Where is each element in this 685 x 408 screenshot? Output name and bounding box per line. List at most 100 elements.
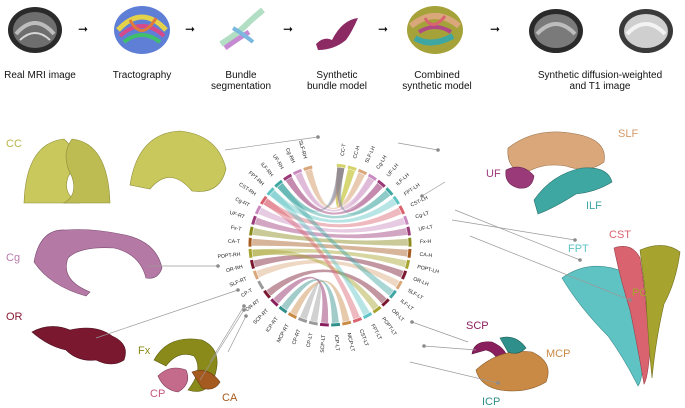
chord-arc bbox=[263, 289, 271, 299]
leader-dot bbox=[316, 135, 320, 139]
chord-arc bbox=[347, 165, 357, 171]
chord-arcs bbox=[248, 163, 412, 327]
label-fpt: FPT bbox=[568, 243, 589, 255]
chord-label: SLF-LH bbox=[364, 145, 377, 164]
chord-label: UF-RT bbox=[229, 210, 246, 221]
leader-line bbox=[454, 209, 581, 261]
arrow-icon: ➞ bbox=[283, 22, 294, 36]
chord-ribbon bbox=[269, 190, 370, 316]
chord-label: FPT-LT bbox=[369, 323, 383, 341]
step-label-combined-model: Combined synthetic model bbox=[402, 70, 472, 92]
chord-arc bbox=[392, 195, 400, 205]
label-popt: POPT bbox=[632, 287, 662, 299]
chord-ribbon bbox=[281, 279, 339, 323]
chord-ribbon bbox=[269, 190, 397, 223]
step-label-real-mri: Real MRI image bbox=[4, 70, 76, 81]
chord-arc bbox=[389, 289, 397, 299]
chord-ribbon bbox=[336, 167, 365, 209]
label-slf: SLF bbox=[618, 128, 639, 140]
chord-ribbon bbox=[254, 217, 408, 239]
leader-dot bbox=[628, 298, 632, 302]
chord-label: ILF-RH bbox=[259, 162, 275, 179]
arrow-icon: ➞ bbox=[185, 22, 196, 36]
chord-arc bbox=[278, 305, 288, 314]
chord-arc bbox=[381, 298, 390, 307]
leader-dot bbox=[422, 344, 426, 348]
chord-label: OR-LT bbox=[390, 308, 405, 324]
chord-arc bbox=[251, 215, 257, 225]
chord-ribbon bbox=[252, 249, 379, 311]
chord-label: ILF-LH bbox=[395, 172, 411, 187]
leader-line bbox=[95, 289, 239, 339]
chord-arc bbox=[303, 165, 313, 171]
leader-line bbox=[199, 309, 245, 381]
chord-arc bbox=[405, 259, 411, 270]
slf-uf-ilf-bundle-rendering bbox=[505, 131, 613, 215]
chord-arc bbox=[292, 168, 303, 176]
chord-label: Fx-H bbox=[420, 239, 432, 245]
leader-line bbox=[227, 315, 247, 353]
chord-label: SLF-RT bbox=[229, 276, 249, 289]
leader-dot bbox=[242, 308, 246, 312]
chord-label: SCP-RT bbox=[252, 307, 270, 326]
chord-label: POPT-RH bbox=[217, 252, 241, 260]
chord-arc bbox=[406, 226, 411, 236]
chord-label: UF-RH bbox=[271, 154, 285, 171]
leader-dot bbox=[242, 304, 246, 308]
chord-ribbon bbox=[256, 260, 400, 287]
leader-line bbox=[397, 142, 439, 151]
chord-label: CA-H bbox=[419, 252, 432, 259]
chord-label: FPT-LH bbox=[403, 182, 421, 197]
label-cg: Cg bbox=[6, 252, 21, 264]
chord-ribbon bbox=[253, 254, 404, 278]
chord-arc bbox=[362, 312, 373, 319]
arrow-icon: ➞ bbox=[490, 22, 501, 36]
chord-arc bbox=[395, 280, 403, 290]
leader-line bbox=[423, 345, 477, 351]
step-label-tractography: Tractography bbox=[112, 70, 172, 81]
chord-arc bbox=[270, 298, 279, 307]
chord-arc bbox=[254, 205, 262, 215]
cg-bundle-rendering bbox=[33, 229, 163, 297]
chord-arc bbox=[403, 215, 409, 225]
chord-label: OR-LH bbox=[412, 276, 429, 288]
label-cc: CC bbox=[6, 138, 22, 150]
chord-arc bbox=[266, 187, 275, 196]
label-scp: SCP bbox=[466, 320, 489, 332]
leader-lines bbox=[95, 135, 632, 385]
synthetic-bundle-thumbnail bbox=[316, 18, 358, 50]
chord-arc bbox=[377, 179, 386, 188]
chord-arc bbox=[407, 248, 412, 258]
chord-ribbon bbox=[252, 228, 408, 246]
chord-arc bbox=[252, 270, 259, 280]
leader-dot bbox=[578, 258, 582, 262]
leader-dot bbox=[216, 264, 220, 268]
chord-ribbon bbox=[336, 167, 383, 212]
chord-arc bbox=[274, 179, 283, 188]
chord-arc bbox=[401, 270, 408, 280]
chord-arc bbox=[308, 320, 318, 326]
chord-ribbon bbox=[336, 167, 375, 210]
chord-ribbon bbox=[277, 183, 391, 219]
chord-label: CST-LH bbox=[410, 195, 429, 209]
chord-arc bbox=[331, 322, 341, 327]
chord-arc bbox=[248, 248, 253, 258]
scp-mcp-icp-bundle-rendering bbox=[471, 336, 549, 392]
chord-label: MCP-LT bbox=[345, 332, 355, 353]
chord-label: OR-RH bbox=[226, 264, 244, 274]
arrow-icon: ➞ bbox=[378, 22, 389, 36]
chord-ribbon bbox=[273, 276, 329, 323]
step-label-bundle-segmentation: Bundle segmentation bbox=[210, 70, 272, 92]
leader-dot bbox=[236, 288, 240, 292]
chord-ribbon bbox=[266, 269, 387, 304]
label-or: OR bbox=[6, 311, 23, 323]
chord-ribbon bbox=[305, 169, 365, 210]
chord-label: CP-T bbox=[240, 287, 254, 299]
leader-line bbox=[224, 136, 319, 151]
chord-label: Fx-T bbox=[230, 225, 242, 233]
chord-arc bbox=[398, 205, 406, 215]
chord-ribbon bbox=[252, 238, 408, 257]
arrow-icon: ➞ bbox=[78, 22, 89, 36]
chord-ribbon bbox=[252, 248, 407, 268]
